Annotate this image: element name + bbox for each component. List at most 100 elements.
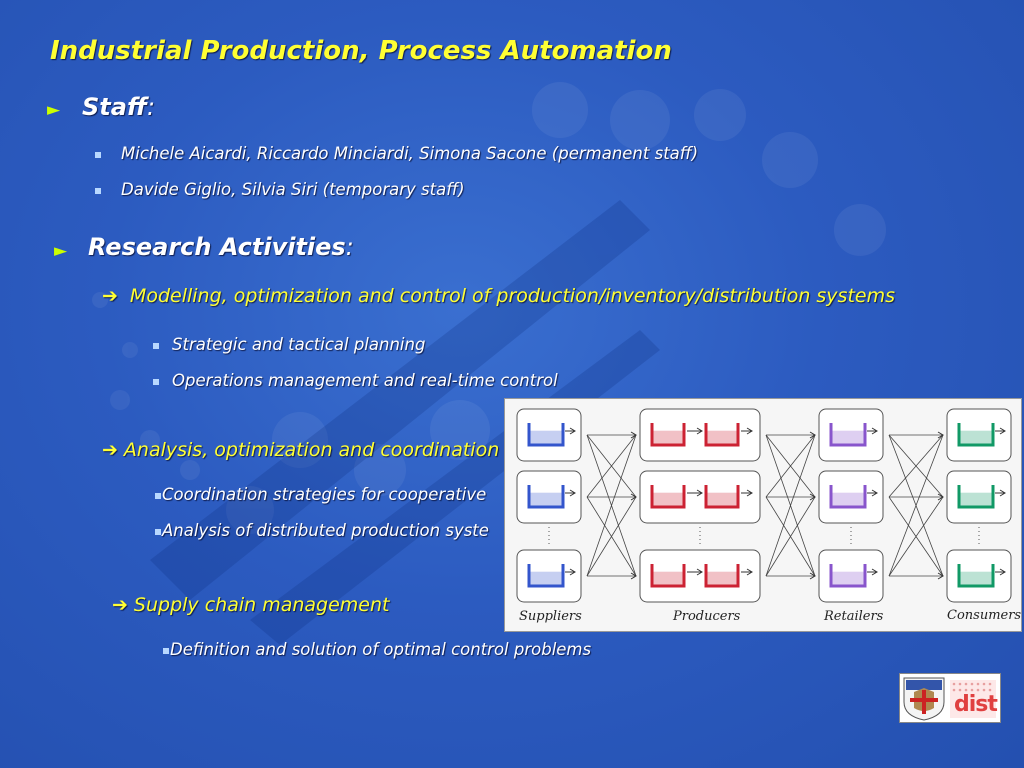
- square-bullet-icon: [155, 492, 161, 499]
- suppliers-tank-icon: [527, 423, 565, 447]
- staff-bullet-icon: ►: [47, 100, 61, 120]
- flow-line: [586, 434, 637, 498]
- staff-item-text: Michele Aicardi, Riccardo Minciardi, Sim…: [121, 144, 699, 163]
- retailers-tank-icon: [829, 423, 867, 447]
- research-subitem-text: Operations management and real-time cont…: [172, 371, 558, 390]
- retailers-tank-icon-fluid: [831, 430, 865, 445]
- staff-item-text: Davide Giglio, Silvia Siri (temporary st…: [121, 180, 465, 199]
- consumers-out-arrow-head: [999, 427, 1006, 435]
- producer-tank-icon-fluid: [706, 492, 738, 507]
- supply-chain-diagram-graphic: [516, 408, 1012, 603]
- stage-label-producers: Producers: [673, 609, 741, 624]
- retailers-tank-icon: [829, 564, 867, 588]
- supply-chain-diagram: Suppliers Producers Retailers Consumers: [504, 398, 1022, 632]
- producers-node-box: [639, 408, 761, 462]
- flow-arrow-head: [809, 493, 816, 501]
- flow-line: [888, 496, 944, 577]
- flow-arrow-head: [937, 572, 944, 580]
- research-subitem: Coordination strategies for cooperative: [155, 485, 486, 504]
- flow-arrow-head: [937, 493, 944, 501]
- retailers-out-arrow-head: [871, 427, 878, 435]
- staff-item: Michele Aicardi, Riccardo Minciardi, Sim…: [95, 144, 698, 163]
- staff-heading-text: Staff: [82, 93, 147, 121]
- research-subitem: Analysis of distributed production syste: [155, 521, 489, 540]
- producer-tank-icon-fluid: [652, 430, 684, 445]
- square-bullet-icon: [95, 151, 101, 158]
- flow-line: [888, 434, 944, 577]
- producer-tank-icon-fluid: [706, 571, 738, 586]
- producers-node-box: [639, 549, 761, 603]
- research-subitem: Definition and solution of optimal contr…: [163, 640, 591, 659]
- flow-arrow-head: [809, 572, 816, 580]
- logo-text: dist: [954, 692, 998, 717]
- square-bullet-icon: [95, 187, 101, 194]
- producer-tank-icon-fluid: [706, 430, 738, 445]
- suppliers-tank-icon: [527, 564, 565, 588]
- research-subitem: Operations management and real-time cont…: [153, 371, 558, 390]
- research-subitem: Strategic and tactical planning: [153, 335, 425, 354]
- suppliers-tank-icon-fluid: [529, 571, 563, 586]
- research-subitem-text: Definition and solution of optimal contr…: [170, 640, 592, 659]
- arrow-right-icon: ➔: [112, 594, 128, 616]
- flow-line: [586, 496, 637, 577]
- producer-tank-icon: [704, 485, 740, 509]
- flow-line: [888, 434, 944, 498]
- retailers-tank-icon-fluid: [831, 571, 865, 586]
- staff-item: Davide Giglio, Silvia Siri (temporary st…: [95, 180, 465, 199]
- consumers-tank-icon-fluid: [959, 492, 993, 507]
- university-crest-icon: [903, 677, 996, 721]
- consumers-tank-icon: [957, 564, 995, 588]
- research-heading: Research Activities:: [88, 233, 354, 261]
- consumers-tank-icon: [957, 485, 995, 509]
- square-bullet-icon: [153, 378, 159, 385]
- flow-arrow-head: [809, 431, 816, 439]
- consumers-tank-icon-fluid: [959, 430, 993, 445]
- suppliers-out-arrow-head: [569, 489, 576, 497]
- research-bullet-icon: ►: [54, 241, 68, 261]
- producer-inner-arrow-head: [696, 427, 703, 435]
- research-topic: ➔Supply chain management: [112, 594, 389, 616]
- consumers-out-arrow-head: [999, 568, 1006, 576]
- suppliers-out-arrow-head: [569, 427, 576, 435]
- square-bullet-icon: [153, 342, 159, 349]
- research-topic-label: Supply chain management: [133, 594, 390, 616]
- slide-title: Industrial Production, Process Automatio…: [50, 36, 672, 66]
- arrow-right-icon: ➔: [102, 285, 118, 307]
- flow-arrow-head: [630, 431, 637, 439]
- consumers-tank-icon-fluid: [959, 571, 993, 586]
- retailers-out-arrow-head: [871, 568, 878, 576]
- producer-out-arrow-head: [746, 489, 753, 497]
- flow-line: [586, 434, 637, 577]
- arrow-right-icon: ➔: [102, 439, 118, 461]
- square-bullet-icon: [155, 528, 161, 535]
- producer-tank-icon: [704, 564, 740, 588]
- consumers-out-arrow-head: [999, 489, 1006, 497]
- institution-logo: dist: [899, 673, 1001, 723]
- flow-arrow-head: [630, 572, 637, 580]
- flow-line: [765, 496, 816, 577]
- stage-label-consumers: Consumers: [947, 608, 1022, 623]
- producer-out-arrow-head: [746, 568, 753, 576]
- retailers-tank-icon-fluid: [831, 492, 865, 507]
- research-subitem-text: Strategic and tactical planning: [172, 335, 426, 354]
- suppliers-tank-icon-fluid: [529, 430, 563, 445]
- research-heading-colon: :: [345, 233, 354, 261]
- producer-tank-icon-fluid: [652, 492, 684, 507]
- suppliers-out-arrow-head: [569, 568, 576, 576]
- flow-arrow-head: [630, 493, 637, 501]
- suppliers-tank-icon-fluid: [529, 492, 563, 507]
- producer-inner-arrow-head: [696, 568, 703, 576]
- producer-tank-icon: [704, 423, 740, 447]
- square-bullet-icon: [163, 647, 169, 654]
- producer-inner-arrow-head: [696, 489, 703, 497]
- suppliers-tank-icon: [527, 485, 565, 509]
- consumers-tank-icon: [957, 423, 995, 447]
- retailers-out-arrow-head: [871, 489, 878, 497]
- stage-label-suppliers: Suppliers: [519, 609, 582, 624]
- flow-arrow-head: [937, 431, 944, 439]
- producers-node-box: [639, 470, 761, 524]
- producer-out-arrow-head: [746, 427, 753, 435]
- producer-tank-icon-fluid: [652, 571, 684, 586]
- research-heading-text: Research Activities: [88, 233, 346, 261]
